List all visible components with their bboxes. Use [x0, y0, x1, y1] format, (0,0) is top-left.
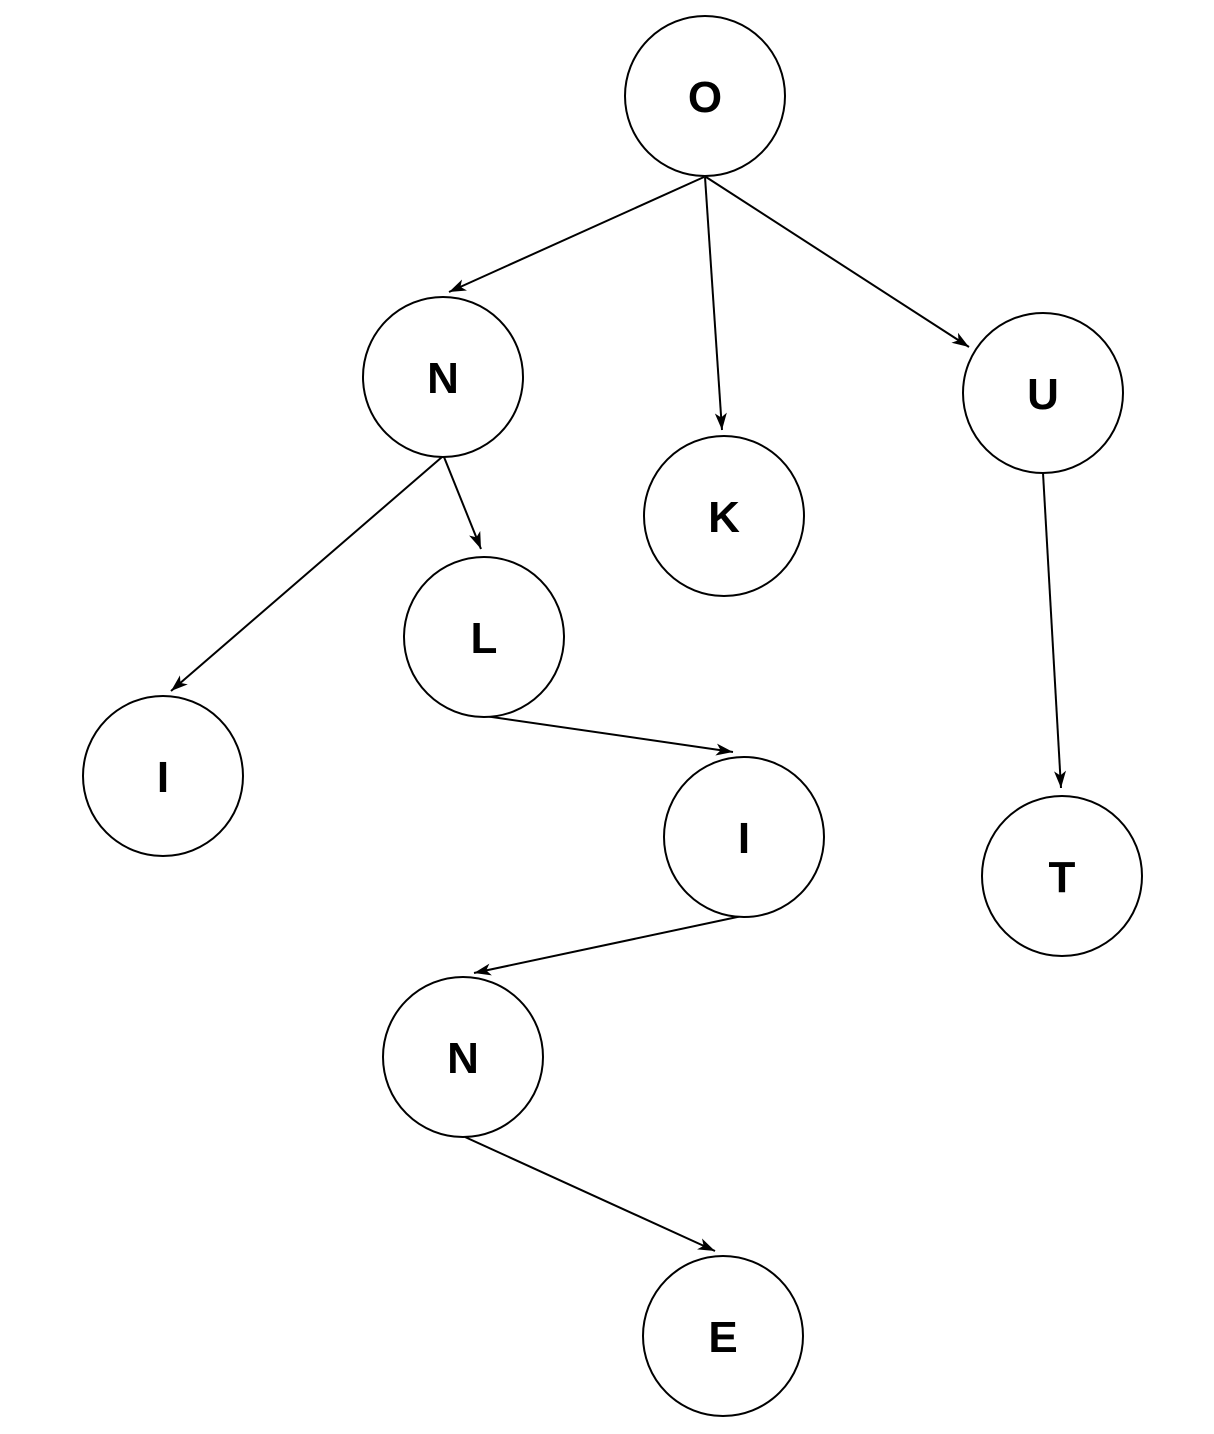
node-circle-U: [962, 312, 1124, 474]
node-label-E: E: [708, 1313, 737, 1362]
edge-O-K: [704, 176, 727, 431]
node-circle-O: [624, 15, 786, 177]
tree-node-E: E: [642, 1255, 804, 1417]
tree-node-U: U: [962, 312, 1124, 474]
node-label-L: L: [471, 614, 498, 663]
node-label-T: T: [1049, 853, 1076, 902]
edge-N1-L: [443, 456, 482, 550]
node-circle-N1: [362, 296, 524, 458]
node-label-O: O: [688, 73, 722, 122]
tree-node-N2: N: [382, 976, 544, 1138]
node-label-U: U: [1027, 370, 1059, 419]
tree-node-I1: I: [82, 695, 244, 857]
node-circle-I1: [82, 695, 244, 857]
node-circle-K: [643, 435, 805, 597]
tree-node-O: O: [624, 15, 786, 177]
node-label-I1: I: [157, 753, 169, 802]
tree-node-I2: I: [663, 756, 825, 918]
node-circle-T: [981, 795, 1143, 957]
tree-node-T: T: [981, 795, 1143, 957]
node-label-N1: N: [427, 354, 459, 403]
edge-O-U: [705, 176, 970, 348]
edge-L-I2: [484, 715, 734, 756]
edge-N1-I1: [170, 456, 443, 692]
node-circle-N2: [382, 976, 544, 1138]
edge-I2-N2: [473, 915, 743, 976]
node-label-I2: I: [738, 814, 750, 863]
edge-U-T: [1042, 472, 1067, 789]
node-label-N2: N: [447, 1034, 479, 1083]
node-circle-L: [403, 556, 565, 718]
edge-N2-E: [464, 1136, 716, 1252]
node-circle-E: [642, 1255, 804, 1417]
edge-O-N1: [448, 176, 705, 293]
node-label-K: K: [708, 493, 740, 542]
tree-node-N1: N: [362, 296, 524, 458]
tree-node-L: L: [403, 556, 565, 718]
node-circle-I2: [663, 756, 825, 918]
tree-node-K: K: [643, 435, 805, 597]
